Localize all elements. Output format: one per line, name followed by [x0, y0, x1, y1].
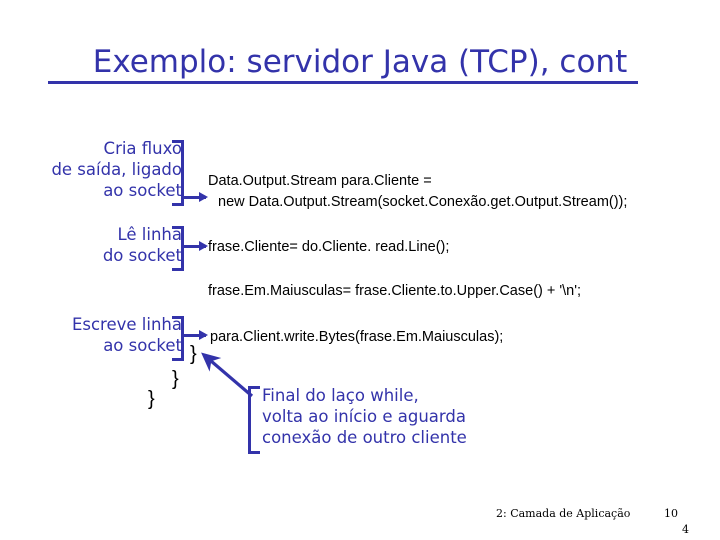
annotation-cria-fluxo: Cria fluxo de saída, ligado ao socket — [10, 138, 182, 201]
bracket-cria-fluxo — [172, 140, 184, 206]
annotation-le-linha-line2: do socket — [102, 246, 182, 265]
annotation-cria-fluxo-line1: Cria fluxo — [103, 139, 182, 158]
bracket-escreve-linha — [172, 316, 184, 361]
code-line-2: new Data.Output.Stream(socket.Conexão.ge… — [218, 194, 628, 210]
code-line-3: frase.Cliente= do.Cliente. read.Line(); — [208, 239, 450, 255]
annotation-final-laco-line2: volta ao início e aguarda — [262, 407, 466, 426]
arrow-escreve-linha — [184, 330, 208, 340]
annotation-escreve-linha-line1: Escreve linha — [71, 315, 182, 334]
title-underline-rule — [48, 81, 638, 84]
bracket-final-laco — [248, 386, 260, 454]
bracket-le-linha — [172, 226, 184, 271]
annotation-cria-fluxo-line3: ao socket — [103, 181, 182, 200]
code-line-5: para.Client.write.Bytes(frase.Em.Maiuscu… — [210, 329, 504, 345]
annotation-final-laco: Final do laço while, volta ao início e a… — [262, 385, 467, 448]
annotation-escreve-linha-line2: ao socket — [103, 336, 182, 355]
code-line-4: frase.Em.Maiusculas= frase.Cliente.to.Up… — [208, 283, 582, 299]
annotation-cria-fluxo-line2: de saída, ligado — [51, 160, 182, 179]
annotation-escreve-linha: Escreve linha ao socket — [10, 314, 182, 356]
page-title: Exemplo: servidor Java (TCP), cont — [92, 44, 628, 80]
arrow-cria-fluxo — [184, 192, 208, 202]
footer-page-number-bottom: 4 — [682, 523, 689, 536]
arrow-final-laco — [201, 352, 254, 398]
closing-brace-3: } — [148, 388, 155, 410]
closing-brace-1: } — [190, 343, 197, 365]
annotation-le-linha: Lê linha do socket — [10, 224, 182, 266]
footer-section-label: 2: Camada de Aplicação — [496, 507, 631, 520]
arrow-le-linha — [184, 241, 208, 251]
annotation-le-linha-line1: Lê linha — [117, 225, 183, 244]
code-line-1: Data.Output.Stream para.Cliente = — [208, 173, 432, 189]
annotation-final-laco-line3: conexão de outro cliente — [262, 428, 467, 447]
closing-brace-2: } — [172, 368, 179, 390]
annotation-final-laco-line1: Final do laço while, — [262, 386, 419, 405]
footer-page-number-top: 10 — [664, 507, 678, 520]
